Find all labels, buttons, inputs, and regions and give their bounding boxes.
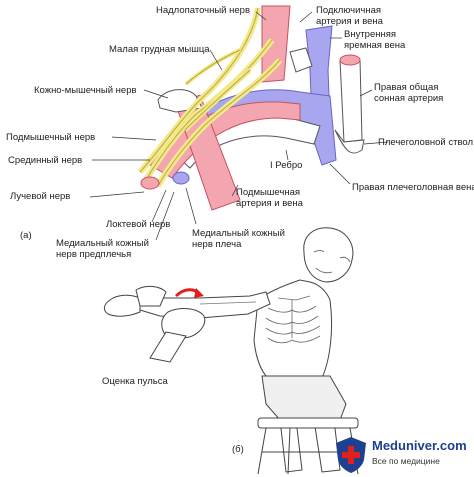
label-brachiocephalic-trunk: Плечеголовной ствол bbox=[378, 137, 473, 148]
label-radial-nerve: Лучевой нерв bbox=[10, 191, 70, 202]
label-carotid-line1: Правая общая bbox=[374, 82, 438, 93]
examiner-hand-bottom bbox=[161, 308, 206, 339]
meduniver-logo: Meduniver.com Все по медицине bbox=[332, 436, 472, 474]
patient-head bbox=[303, 227, 354, 283]
humerus-sketch bbox=[199, 301, 257, 305]
patient-hand bbox=[103, 294, 141, 317]
label-med-arm-line2: нерв плеча bbox=[192, 239, 242, 250]
label-carotid-line2: сонная артерия bbox=[374, 93, 443, 104]
label-musculocutaneous-nerve: Кожно-мышечный нерв bbox=[34, 85, 137, 96]
pulse-caption: Оценка пульса bbox=[102, 376, 168, 387]
label-subclavian-line2: артерия и вена bbox=[316, 16, 384, 27]
label-medial-cutaneous-arm: Медиальный кожный нерв плеча bbox=[192, 228, 288, 250]
label-internal-jugular-vein: Внутренняя яремная вена bbox=[344, 29, 406, 51]
label-axillary-line2: артерия и вена bbox=[236, 198, 304, 209]
label-med-arm-line1: Медиальный кожный bbox=[192, 228, 285, 239]
patient-shorts bbox=[261, 375, 347, 421]
label-subclavian-line1: Подключичная bbox=[316, 5, 381, 16]
label-jugular-line1: Внутренняя bbox=[344, 29, 396, 40]
panel-b-label: (б) bbox=[232, 444, 244, 455]
common-carotid-artery bbox=[339, 59, 363, 143]
label-jugular-line2: яремная вена bbox=[344, 40, 406, 51]
label-subclavian-artery-vein: Подключичная артерия и вена bbox=[316, 5, 384, 27]
leader-lines bbox=[89, 11, 389, 241]
sternocleidomastoid-stump bbox=[289, 47, 313, 73]
label-axillary-line1: Подмышечная bbox=[236, 187, 300, 198]
brachiocephalic-trunk bbox=[334, 129, 365, 154]
label-med-forearm-line1: Медиальный кожный bbox=[56, 238, 149, 249]
pulse-arrow-head-icon bbox=[194, 288, 204, 298]
label-pectoralis-minor: Малая грудная мышца bbox=[109, 44, 210, 55]
label-axillary-artery-vein: Подмышечная артерия и вена bbox=[236, 187, 304, 209]
examiner-forearm bbox=[149, 331, 187, 363]
label-axillary-nerve: Подмышечный нерв bbox=[6, 132, 95, 143]
vein-cut-end bbox=[172, 171, 190, 185]
label-medial-cutaneous-forearm: Медиальный кожный нерв предплечья bbox=[56, 238, 152, 260]
anatomy-panel: Надлопаточный нерв Подключичная артерия … bbox=[6, 5, 474, 260]
label-first-rib: I Ребро bbox=[270, 160, 302, 171]
panel-a-label: (a) bbox=[20, 230, 32, 241]
brachial-plexus bbox=[137, 7, 283, 188]
logo-name: Meduniver.com bbox=[372, 438, 467, 453]
carotid-cut-end bbox=[339, 54, 361, 66]
label-med-forearm-line2: нерв предплечья bbox=[56, 249, 131, 260]
logo-tagline: Все по медицине bbox=[372, 456, 440, 466]
examiner-hand-top bbox=[135, 285, 167, 307]
shield-cross-icon bbox=[336, 437, 366, 473]
label-ulnar-nerve: Локтевой нерв bbox=[106, 219, 170, 230]
rib-cage bbox=[265, 295, 321, 344]
label-suprascapular-nerve: Надлопаточный нерв bbox=[156, 5, 250, 16]
radial-nerve-cut-end bbox=[140, 176, 160, 190]
label-median-nerve: Срединный нерв bbox=[8, 155, 82, 166]
label-right-brachiocephalic-vein: Правая плечеголовная вена bbox=[352, 182, 474, 193]
pulse-assessment-panel: Оценка пульса (б) bbox=[102, 227, 359, 475]
label-right-common-carotid: Правая общая сонная артерия bbox=[374, 82, 443, 104]
